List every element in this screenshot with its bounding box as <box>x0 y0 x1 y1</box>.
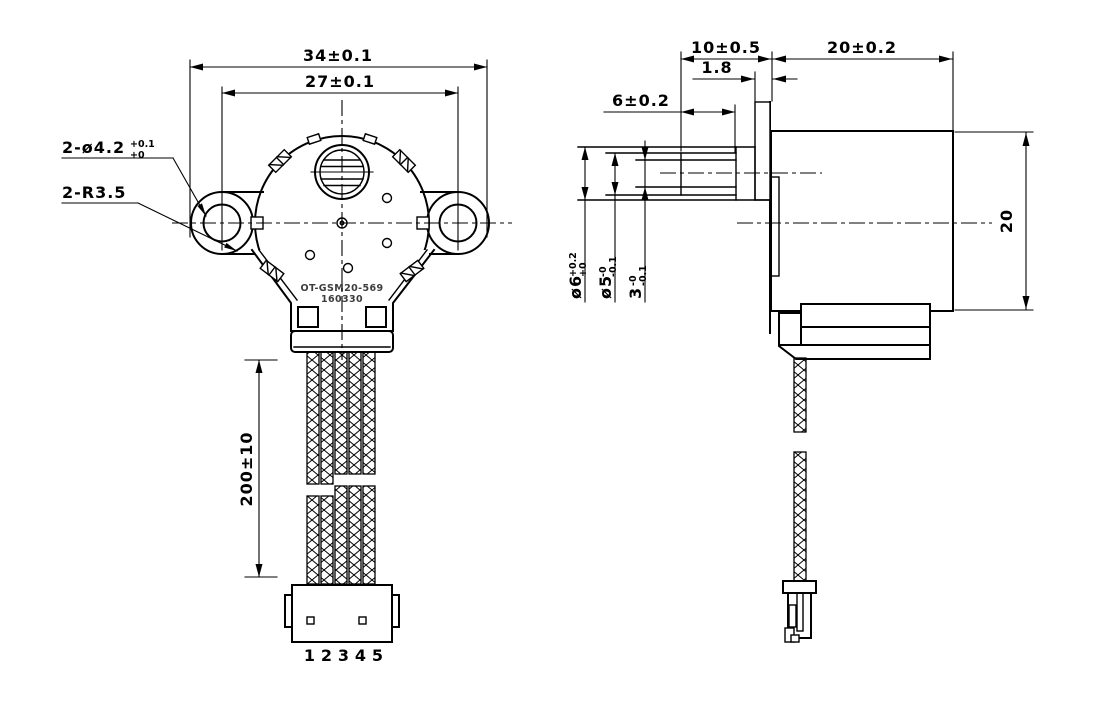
connector-right-tab <box>391 594 400 628</box>
flat-width-base: 3 <box>626 287 645 299</box>
pin-label-2: 2 <box>321 646 333 665</box>
connector-pin-slot <box>796 592 804 632</box>
connector-housing <box>291 584 393 643</box>
note-ears: 2-R3.5 <box>61 183 238 252</box>
rivet-3 <box>304 249 316 261</box>
connector-notch <box>788 604 797 628</box>
pin-label-3: 3 <box>338 646 350 665</box>
terminal-block <box>778 303 931 360</box>
pin-label-5: 5 <box>372 646 384 665</box>
note-holes: 2-ø4.2 +0.1 +0 <box>61 138 207 217</box>
right-window <box>365 306 387 328</box>
dim-flat-length-label: 6±0.2 <box>612 91 670 110</box>
pin-label-1: 1 <box>304 646 316 665</box>
dim-hole-spacing-label: 27±0.1 <box>305 72 375 91</box>
pilot-rib <box>770 176 780 277</box>
rivet-2 <box>381 237 393 249</box>
connector-side <box>782 580 817 643</box>
shaft-major-tol-upper: +0.2 <box>568 252 579 277</box>
flat-width-tol-lower: -0.1 <box>638 265 649 286</box>
shaft-major-tol-lower: +0 <box>578 262 589 277</box>
rivet-4 <box>342 262 354 274</box>
bearing-boss <box>754 101 771 201</box>
dim-flat-width-label: 3 -0 -0.1 <box>626 265 649 299</box>
tab-lower-right <box>399 259 425 283</box>
connector-cap <box>782 580 817 594</box>
pin-label-4: 4 <box>355 646 367 665</box>
note-holes-tol-upper: +0.1 <box>130 139 155 150</box>
tab-upper-right <box>391 148 417 174</box>
note-ears-label: 2-R3.5 <box>62 183 126 202</box>
flat-width-tol-upper: -0 <box>628 275 639 286</box>
dim-shaft-major-label: ø6 +0.2 +0 <box>566 252 589 299</box>
shaft-minor-tol-lower: -0.1 <box>608 256 619 277</box>
dim-body-height-label: 20 <box>997 209 1016 233</box>
shaft-minor-base: ø5 <box>596 275 615 299</box>
connector-front <box>284 584 400 643</box>
dim-wire-length-label: 200±10 <box>237 431 256 506</box>
pin-numbers: 1 2 3 4 5 <box>304 646 384 665</box>
dim-shaft-length-label: 10±0.5 <box>691 38 761 57</box>
dim-plate-thickness-label: 1.8 <box>701 58 732 77</box>
rivet-1 <box>381 192 393 204</box>
connector-slot-2 <box>358 616 367 625</box>
side-wire-lower <box>793 451 807 582</box>
front-view: OT-GSM20-569 160330 <box>61 46 512 665</box>
note-holes-tol-lower: +0 <box>130 150 145 161</box>
side-view: 10±0.5 20±0.2 1.8 6±0.2 20 ø6 +0.2 <box>566 38 1034 643</box>
dim-shaft-minor-label: ø5 -0 -0.1 <box>596 256 619 299</box>
top-right-notch <box>362 132 378 146</box>
note-holes-base: 2-ø4.2 <box>62 138 125 157</box>
left-window <box>297 306 319 328</box>
dim-overall-width-label: 34±0.1 <box>303 46 373 65</box>
motor-body-side <box>770 130 954 312</box>
top-left-notch <box>306 132 322 146</box>
dim-body-length-label: 20±0.2 <box>827 38 897 57</box>
shaft-major-base: ø6 <box>566 275 585 299</box>
tab-upper-left <box>267 148 293 174</box>
shaft-minor-tol-upper: -0 <box>598 266 609 277</box>
connector-left-tab <box>284 594 293 628</box>
tab-lower-left <box>259 259 285 283</box>
lead-wires <box>306 351 376 585</box>
side-wire-upper <box>793 357 807 433</box>
connector-slot-1 <box>306 616 315 625</box>
connector-latch-tip <box>790 634 800 643</box>
